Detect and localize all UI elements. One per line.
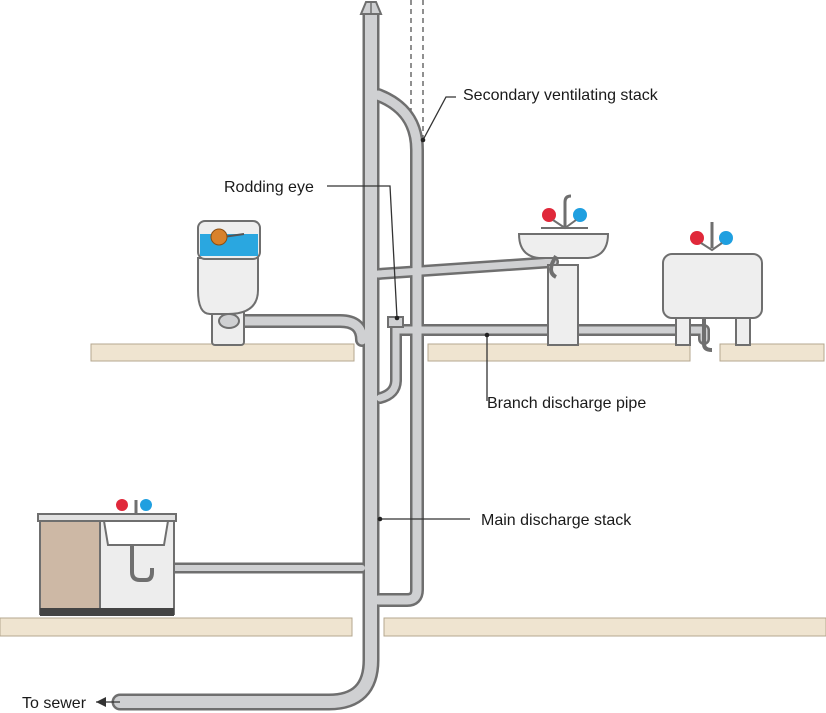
kitchen-cabinet: [39, 518, 101, 615]
cistern-water: [200, 234, 258, 256]
cold-tap-icon: [719, 231, 733, 245]
leader-lines: [96, 96, 488, 707]
cold-tap-icon: [573, 208, 587, 222]
label-main-discharge-stack: Main discharge stack: [481, 512, 632, 529]
upper-floor: [90, 343, 825, 362]
toilet: [197, 220, 261, 346]
bath: [662, 222, 763, 352]
leader-dots: [377, 137, 490, 522]
label-to-sewer: To sewer: [22, 695, 87, 712]
float-ball-icon: [210, 228, 228, 246]
lower-floor: [0, 617, 826, 637]
label-rodding-eye: Rodding eye: [224, 179, 314, 196]
cold-tap-icon: [140, 499, 152, 511]
vent-cap: [359, 1, 383, 15]
hot-tap-icon: [690, 231, 704, 245]
vent-stack-extension: [410, 0, 424, 138]
washbasin: [517, 194, 610, 346]
label-branch-discharge-pipe: Branch discharge pipe: [487, 395, 646, 412]
hot-tap-icon: [116, 499, 128, 511]
label-secondary-ventilating-stack: Secondary ventilating stack: [463, 87, 659, 104]
kitchen-sink-unit: [37, 499, 177, 616]
hot-tap-icon: [542, 208, 556, 222]
